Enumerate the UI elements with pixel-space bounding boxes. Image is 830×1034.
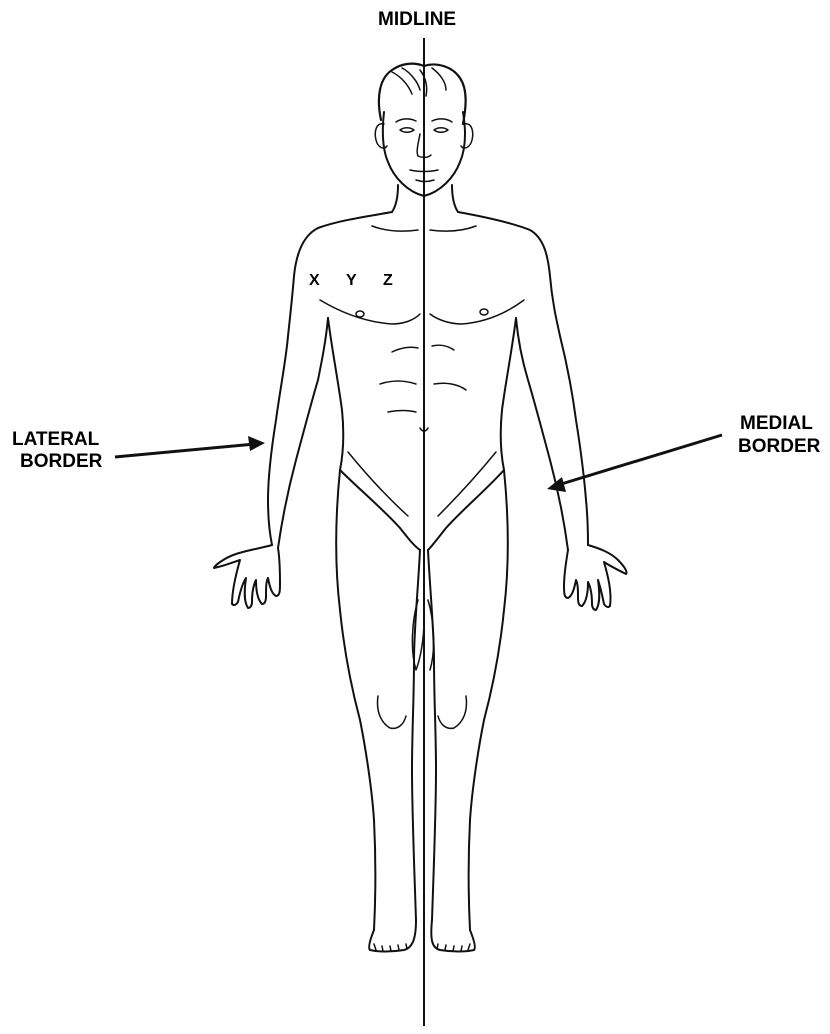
lateral-border-label-line2: BORDER [20,451,102,473]
torso-left-side [328,318,343,470]
left-eye [400,128,414,133]
abdominal-line-3 [380,381,416,384]
right-nipple [480,309,488,315]
lateral-border-label-line1: LATERAL [12,429,99,451]
left-nipple [356,311,364,317]
right-eye [434,128,448,133]
right-clavicle [430,226,476,231]
left-eyebrow [396,119,416,122]
point-z-label: Z [383,270,393,292]
medial-border-label-line2: BORDER [738,436,820,458]
groin-left [340,470,420,550]
abdominal-line-4 [434,383,466,390]
right-eyebrow [432,119,452,122]
medial-border-arrow [547,435,722,492]
right-arm-inner [516,318,568,550]
abdominal-line-2 [432,345,454,350]
right-knee [438,696,467,728]
abdominal-line-1 [392,347,418,352]
point-x-label: X [309,270,320,292]
left-leg-outer [336,470,375,930]
right-hand [564,545,627,610]
right-shoulder-arm-outer [458,212,588,545]
abdominal-line-5 [388,411,416,413]
lateral-border-arrow [115,436,265,457]
hair-strands [392,68,446,96]
medial-border-label-line1: MEDIAL [740,413,813,435]
left-clavicle [372,226,418,231]
neck-right [452,185,458,212]
left-foot [369,920,416,952]
torso-right-side [501,318,516,470]
groin-right [428,470,504,550]
left-knee [378,696,407,728]
left-ear [375,124,387,148]
point-y-label: Y [346,270,357,292]
left-hand [214,545,280,608]
neck-left [392,185,398,212]
midline-label: MIDLINE [378,9,456,31]
right-ear [461,124,473,148]
right-leg-outer [469,470,508,930]
left-pectoral [320,300,420,324]
right-pectoral [430,300,524,324]
